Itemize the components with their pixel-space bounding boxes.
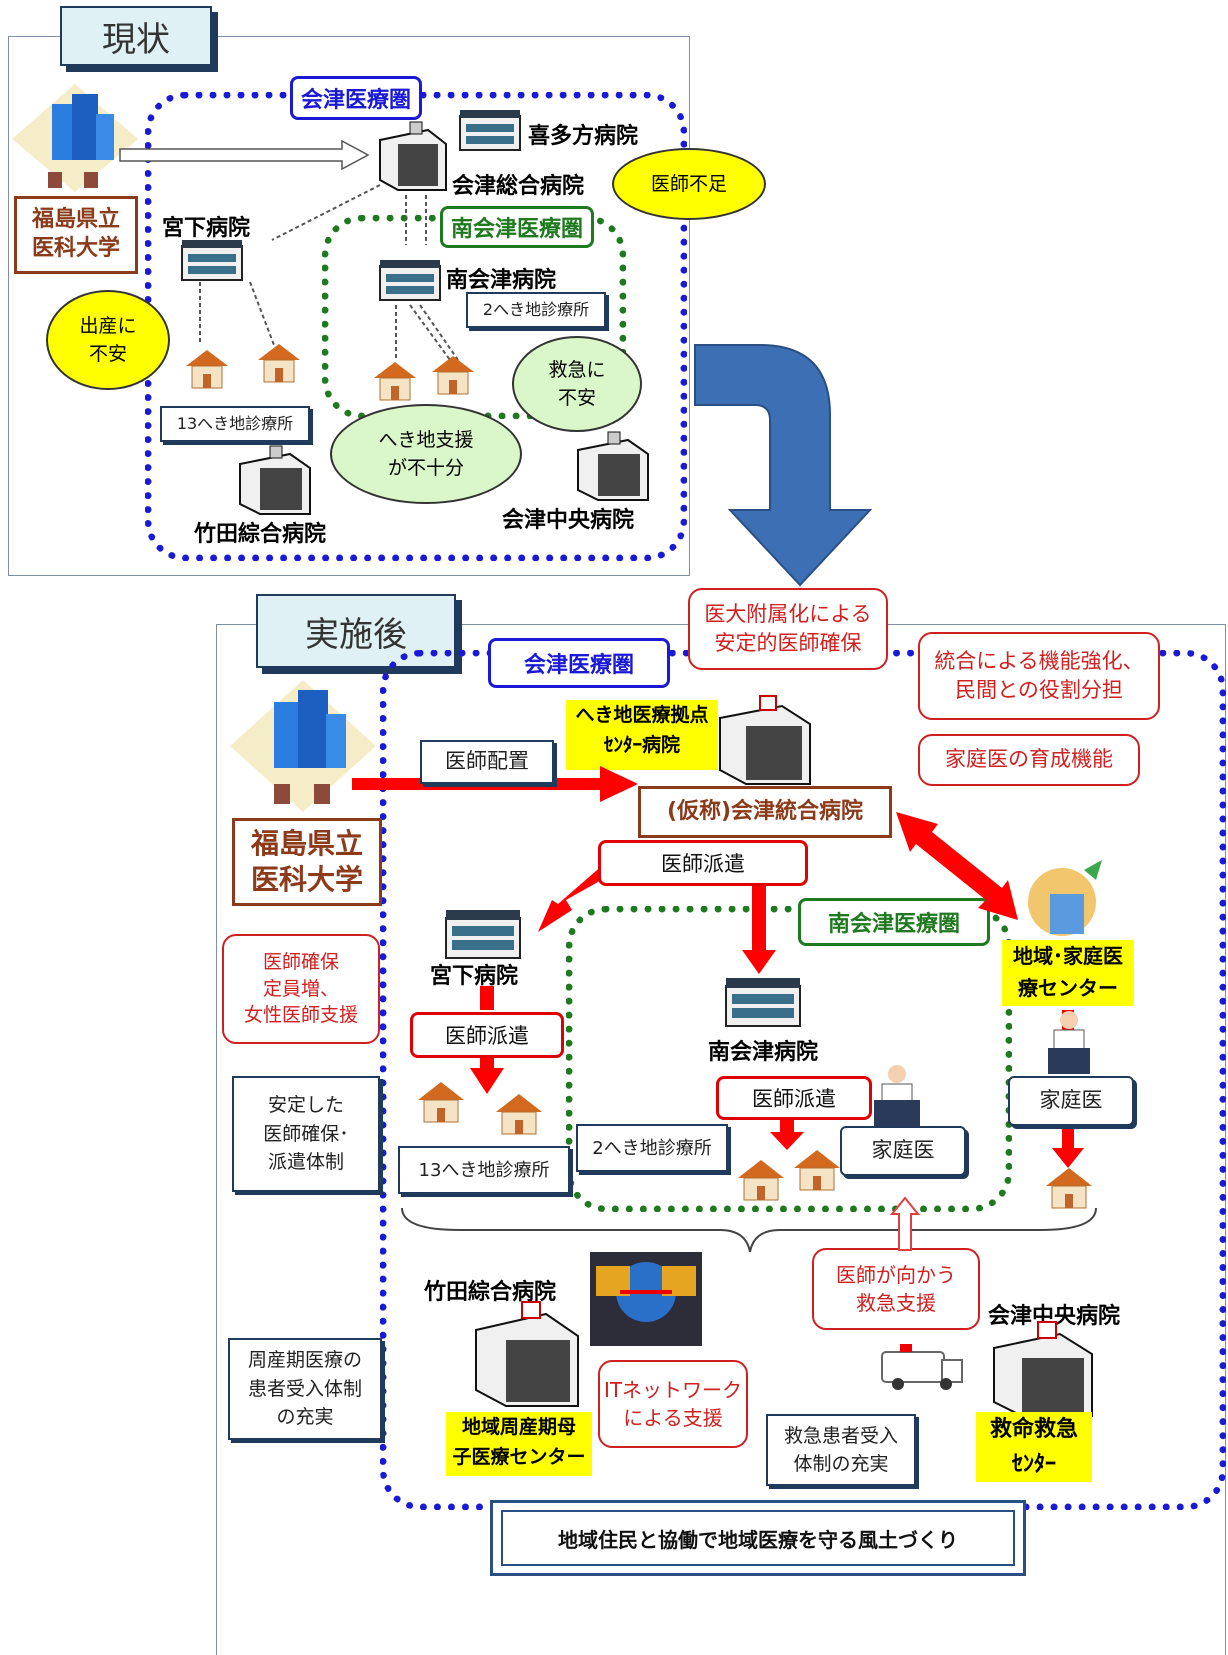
- dispatch-miyashita-label: 医師派遣: [410, 1012, 564, 1058]
- emergency-support-arrow: [889, 1196, 921, 1251]
- note-affiliation: 医大附属化による 安定的医師確保: [688, 588, 888, 670]
- after-title: 実施後: [256, 594, 456, 668]
- it-network-icon: [590, 1252, 702, 1346]
- family-doctor-callout-2: 家庭医: [1008, 1076, 1134, 1126]
- before-takeda-hospital-icon: [239, 445, 311, 515]
- after-takeda-hospital-icon: [475, 1301, 579, 1407]
- before-minamiaizu-label: 南会津病院: [446, 268, 557, 293]
- family-doctor-figure-icon: [874, 1065, 920, 1126]
- before-aizu-region-label: 会津医療圏: [290, 76, 423, 120]
- after-minamiaizu-label: 南会津病院: [708, 1040, 819, 1065]
- note-integration: 統合による機能強化、 民間との役割分担: [918, 632, 1160, 720]
- note-family-doctor-training: 家庭医の育成機能: [918, 734, 1140, 786]
- kitakata-hospital-icon: [459, 110, 521, 151]
- after-minamiaizu-region-label: 南会津医療圏: [798, 898, 990, 946]
- before-miyashita-label: 宮下病院: [162, 216, 251, 241]
- after-minamiaizu-region: [566, 906, 1012, 1212]
- after-aizu-central-hospital-icon: [993, 1321, 1093, 1417]
- after-clinic-house-3: [738, 1160, 784, 1201]
- cloud-childbirth-anxiety: 出産に 不安: [46, 290, 170, 390]
- before-aizu-central-hospital-icon: [577, 431, 649, 501]
- regional-family-center-label: 地域･家庭医 療センター: [1002, 940, 1134, 1006]
- after-clinic-house-1: [418, 1082, 464, 1123]
- emergency-support-note: 医師が向かう 救急支援: [812, 1248, 980, 1330]
- after-clinic-house-5: [1046, 1168, 1092, 1209]
- after-clinics-2-callout: 2へき地診療所: [576, 1124, 728, 1172]
- clinics-brace: [401, 1207, 1097, 1253]
- after-clinic-house-2: [496, 1094, 542, 1135]
- university-building-icon: [12, 84, 138, 192]
- emergency-note: 救急患者受入 体制の充実: [766, 1414, 916, 1486]
- bottom-banner: 地域住民と協働で地域医療を守る風土づくり: [490, 1500, 1026, 1576]
- before-clinics-2-callout: 2へき地診療所: [466, 292, 606, 328]
- after-miyashita-hospital-icon: [445, 910, 521, 959]
- before-clinic-house-3: [374, 362, 416, 401]
- dispatch-main-label: 医師派遣: [598, 840, 808, 886]
- aizu-general-hospital-icon: [379, 121, 447, 191]
- after-university-building-icon: [230, 680, 376, 812]
- doctor-placement-label: 医師配置: [420, 740, 554, 784]
- rural-center-label: へき地医療拠点 ｾﾝﾀｰ病院: [566, 700, 718, 770]
- before-clinic-house-1: [186, 350, 228, 389]
- before-aizu-central-label: 会津中央病院: [502, 508, 635, 533]
- before-title: 現状: [60, 6, 212, 66]
- family-doctor-figure-icon-2: [1048, 1011, 1090, 1074]
- perinatal-center-label: 地域周産期母 子医療センター: [446, 1412, 592, 1476]
- doctor-placement-arrow: [352, 766, 638, 802]
- before-minamiaizu-hospital-icon: [379, 260, 441, 301]
- cloud-doctor-shortage: 医師不足: [612, 148, 766, 220]
- bottom-banner-inner: 地域住民と協働で地域医療を守る風土づくり: [501, 1510, 1015, 1566]
- integrated-hospital-icon: [719, 695, 811, 785]
- transition-arrow: [694, 344, 873, 587]
- after-aizu-region-label: 会津医療圏: [488, 638, 670, 688]
- before-minamiaizu-region-label: 南会津医療圏: [440, 206, 595, 248]
- after-clinics-13-callout: 13へき地診療所: [398, 1146, 570, 1194]
- dispatch-minamiaizu-label: 医師派遣: [716, 1076, 872, 1120]
- after-minamiaizu-hospital-icon: [725, 978, 801, 1027]
- ambulance-icon: [881, 1344, 963, 1390]
- perinatal-note: 周産期医療の 患者受入体制 の充実: [228, 1338, 382, 1440]
- before-university-label: 福島県立 医科大学: [14, 196, 138, 274]
- after-university-label: 福島県立 医科大学: [232, 818, 382, 906]
- regional-family-center-icon: [1028, 860, 1102, 936]
- university-note: 医師確保 定員増、 女性医師支援: [222, 934, 380, 1044]
- after-miyashita-label: 宮下病院: [430, 964, 519, 989]
- before-clinic-house-2: [258, 344, 300, 383]
- before-clinic-house-4: [432, 356, 474, 395]
- before-takeda-label: 竹田綜合病院: [194, 522, 327, 547]
- before-dispatch-dashed-arrows: [199, 184, 459, 361]
- emergency-center-label: 救命救急 ｾﾝﾀｰ: [976, 1412, 1092, 1482]
- cloud-rural-support: へき地支援 が不十分: [330, 404, 522, 504]
- before-placement-arrow: [119, 139, 370, 171]
- integrated-hospital-label: (仮称)会津統合病院: [638, 786, 892, 838]
- before-clinics-13-callout: 13へき地診療所: [160, 406, 310, 442]
- before-aizu-general-label: 会津総合病院: [452, 174, 585, 199]
- after-clinic-house-4: [794, 1150, 840, 1191]
- bottom-banner-text: 地域住民と協働で地域医療を守る風土づくり: [558, 1527, 958, 1552]
- it-support-note: ITネットワーク による支援: [598, 1360, 748, 1448]
- before-miyashita-hospital-icon: [181, 240, 243, 281]
- after-takeda-label: 竹田綜合病院: [424, 1280, 557, 1305]
- family-doctor-callout-1: 家庭医: [840, 1126, 966, 1176]
- cloud-emergency-anxiety: 救急に 不安: [512, 336, 642, 432]
- before-kitakata-label: 喜多方病院: [528, 124, 639, 149]
- stable-dispatch-note: 安定した 医師確保･ 派遣体制: [232, 1076, 380, 1192]
